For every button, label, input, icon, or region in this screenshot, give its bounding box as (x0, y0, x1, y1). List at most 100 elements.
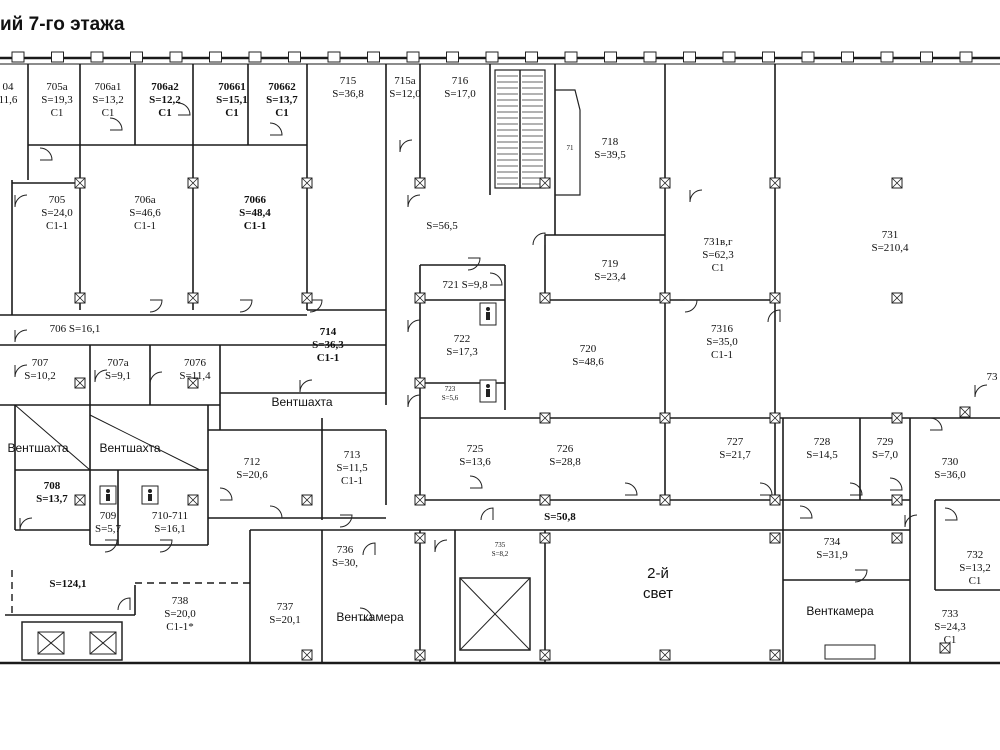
door-swing (177, 102, 191, 116)
room-label-line: 726 (557, 443, 574, 455)
room-label-line: C1 (158, 107, 171, 119)
column-marker (187, 177, 199, 189)
column-marker (539, 649, 551, 661)
column-marker (769, 412, 781, 424)
column-marker (659, 177, 671, 189)
room-label-line: C1-1 (244, 220, 267, 232)
door-swing (767, 309, 781, 323)
door-swing (19, 517, 33, 531)
room-label-line: S=28,8 (549, 456, 581, 468)
column-marker (414, 649, 426, 661)
room-label-line: C1 (51, 107, 64, 119)
facade-column (90, 51, 104, 63)
room-label-line: 7076 (184, 357, 207, 369)
room-label-line: 713 (344, 449, 361, 461)
room-label-line: S=13,6 (459, 456, 491, 468)
room-label-line: S=5,7 (95, 523, 122, 535)
facade-column (564, 51, 578, 63)
room-label-line: S=24,3 (934, 621, 966, 633)
door-swing (904, 514, 918, 528)
column-marker (414, 177, 426, 189)
door-swing (94, 369, 108, 383)
room-label-line: S=10,2 (24, 370, 56, 382)
room-label-line: S=30, (332, 557, 358, 569)
room-r711: 71 (567, 144, 575, 152)
room-label-line: 73 (987, 371, 999, 383)
room-label-line: C1 (102, 107, 115, 119)
room-label-line: S=46,6 (129, 207, 161, 219)
column-marker (539, 494, 551, 506)
room-label-line: 04 (3, 81, 15, 93)
column-marker (769, 292, 781, 304)
door-swing (269, 122, 283, 136)
room-label-line: S=20,6 (236, 469, 268, 481)
column-marker (959, 406, 971, 418)
room-label-line: Вентшахта (7, 441, 68, 455)
room-label-line: S=48,6 (572, 356, 604, 368)
room-label-line: C1 (944, 634, 957, 646)
toilet-icon (99, 485, 117, 505)
room-r706: 706 S=16,1 (50, 323, 101, 335)
room-label-line: 709 (100, 510, 117, 522)
door-swing (309, 299, 323, 313)
column-marker (891, 412, 903, 424)
facade-column (406, 51, 420, 63)
facade-column (683, 51, 696, 63)
facade-column (762, 51, 775, 63)
column-marker (74, 292, 86, 304)
room-label-line: S=39,5 (594, 149, 626, 161)
door-swing (624, 482, 638, 496)
door-swing (362, 542, 376, 556)
room-label-line: 731 (882, 229, 899, 241)
room-label-line: S=11,5 (336, 462, 368, 474)
room-label-line: S=11,4 (179, 370, 211, 382)
room-label-line: 715 (340, 75, 357, 87)
room-label-line: S=16,1 (154, 523, 186, 535)
room-label-line: S=124,1 (49, 578, 86, 590)
room-label-line: C1-1 (317, 352, 340, 364)
facade-column (722, 51, 736, 63)
room-label-line: 722 (454, 333, 471, 345)
room-label-line: C1 (712, 262, 725, 274)
column-marker (659, 292, 671, 304)
facade-column (11, 51, 25, 63)
room-label-line: S=35,0 (706, 336, 738, 348)
room-label-line: S=8,2 (492, 550, 509, 558)
room-label-line: S=13,7 (36, 493, 68, 505)
room-label-line: S=14,5 (806, 449, 838, 461)
column-marker (891, 177, 903, 189)
facade-column (604, 51, 617, 63)
column-marker (74, 494, 86, 506)
door-swing (14, 364, 28, 378)
door-swing (489, 272, 503, 286)
column-marker (659, 649, 671, 661)
room-label-line: S=20,1 (269, 614, 301, 626)
room-label-line: 733 (942, 608, 959, 620)
door-swing (799, 505, 813, 519)
room-label-line: 706a2 (151, 81, 179, 93)
column-marker (769, 177, 781, 189)
door-swing (269, 505, 283, 519)
column-marker (187, 292, 199, 304)
door-swing (532, 232, 546, 246)
door-swing (149, 371, 163, 385)
room-label-line: 706a (134, 194, 156, 206)
room-label-line: S=21,7 (719, 449, 751, 461)
room-label-line: 737 (277, 601, 294, 613)
column-marker (414, 377, 426, 389)
